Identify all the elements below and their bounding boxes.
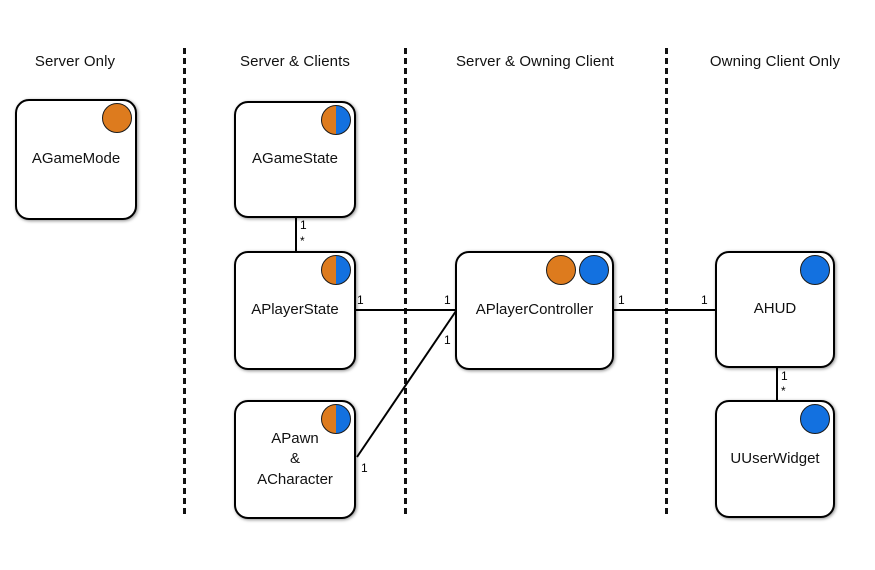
cardinality-label: 1 bbox=[361, 461, 368, 475]
node-uuserwidget: UUserWidget bbox=[715, 400, 835, 518]
client-badge-icon bbox=[579, 255, 609, 285]
column-divider-1 bbox=[183, 48, 186, 516]
node-label: APlayerController bbox=[475, 301, 594, 319]
server-client-split-badge-icon bbox=[321, 404, 351, 434]
badge-row bbox=[800, 404, 830, 434]
node-aplayercontroller: APlayerController bbox=[455, 251, 614, 370]
cardinality-label: 1 bbox=[300, 218, 307, 232]
server-badge-icon bbox=[102, 103, 132, 133]
node-label: AHUD bbox=[753, 300, 797, 318]
cardinality-label: 1 bbox=[444, 293, 451, 307]
cardinality-label: * bbox=[300, 234, 305, 248]
client-badge-icon bbox=[800, 255, 830, 285]
node-ahud: AHUD bbox=[715, 251, 835, 368]
column-header-server-and-clients: Server & Clients bbox=[240, 53, 350, 70]
column-divider-3 bbox=[665, 48, 668, 516]
column-divider-2 bbox=[404, 48, 407, 516]
server-client-split-badge-icon bbox=[321, 105, 351, 135]
badge-row bbox=[321, 105, 351, 135]
column-header-server-only: Server Only bbox=[34, 53, 116, 70]
column-header-server-and-owning-client: Server & Owning Client bbox=[455, 53, 615, 70]
node-label: APlayerState bbox=[251, 301, 339, 319]
node-apawn-acharacter: APawn & ACharacter bbox=[234, 400, 356, 519]
badge-row bbox=[800, 255, 830, 285]
cardinality-label: 1 bbox=[701, 293, 708, 307]
node-label: AGameState bbox=[252, 150, 338, 168]
node-agamestate: AGameState bbox=[234, 101, 356, 218]
cardinality-label: 1 bbox=[781, 369, 788, 383]
server-client-split-badge-icon bbox=[321, 255, 351, 285]
node-label: AGameMode bbox=[31, 150, 121, 168]
node-agamemode: AGameMode bbox=[15, 99, 137, 220]
cardinality-label: * bbox=[781, 384, 786, 398]
cardinality-label: 1 bbox=[618, 293, 625, 307]
client-badge-icon bbox=[800, 404, 830, 434]
badge-row bbox=[546, 255, 609, 285]
cardinality-label: 1 bbox=[444, 333, 451, 347]
node-label: UUserWidget bbox=[730, 449, 820, 467]
column-header-owning-client-only: Owning Client Only bbox=[709, 53, 841, 70]
server-badge-icon bbox=[546, 255, 576, 285]
badge-row bbox=[321, 255, 351, 285]
badge-row bbox=[321, 404, 351, 434]
cardinality-label: 1 bbox=[357, 293, 364, 307]
node-label: APawn & ACharacter bbox=[257, 430, 333, 488]
badge-row bbox=[102, 103, 132, 133]
node-aplayerstate: APlayerState bbox=[234, 251, 356, 370]
